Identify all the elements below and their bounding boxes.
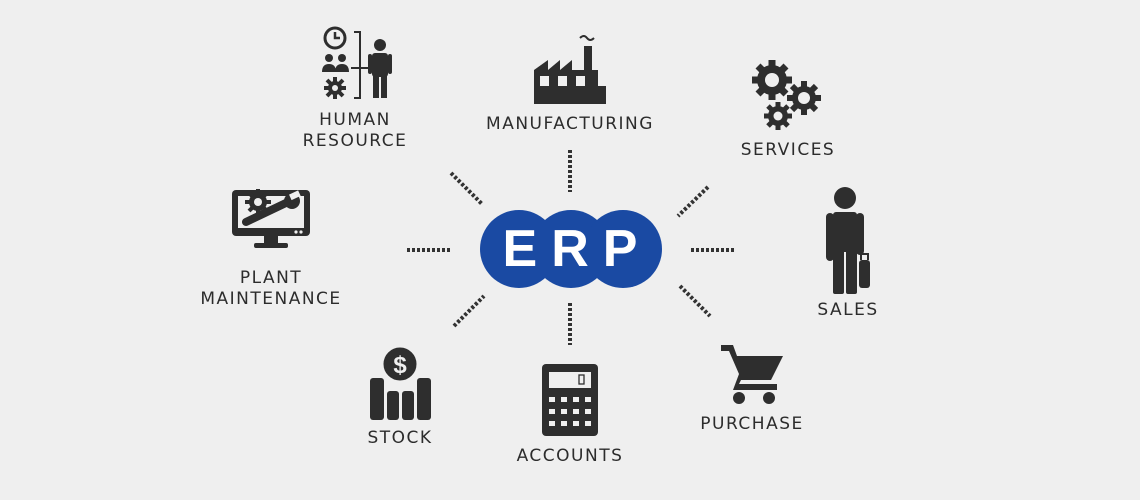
shopping-cart-icon <box>721 345 783 404</box>
calculator-icon <box>542 364 598 436</box>
module-label: MAINTENANCE <box>200 289 342 309</box>
module-label: ACCOUNTS <box>516 446 624 466</box>
erp-hub-shape <box>480 210 662 288</box>
gears-icon <box>752 60 821 130</box>
module-purchase: PURCHASE <box>690 342 814 435</box>
org-chart-icon <box>322 26 392 99</box>
module-label: MANUFACTURING <box>486 114 654 134</box>
module-stock: $ STOCK <box>350 344 450 449</box>
module-label: PURCHASE <box>700 414 804 434</box>
module-label: HUMAN <box>319 110 391 130</box>
dollar-bars-icon: $ <box>370 344 431 420</box>
module-label: SERVICES <box>740 140 836 160</box>
module-plant-maintenance: PLANT MAINTENANCE <box>196 184 346 310</box>
module-label: PLANT <box>239 268 303 288</box>
module-sales: SALES <box>800 186 896 321</box>
module-manufacturing: MANUFACTURING <box>480 34 660 135</box>
svg-text:$: $ <box>393 352 407 379</box>
module-label: RESOURCE <box>302 131 408 151</box>
module-services: SERVICES <box>728 58 848 161</box>
module-human-resource: HUMAN RESOURCE <box>290 26 420 152</box>
module-label: SALES <box>817 300 879 320</box>
erp-hub: ERP <box>480 210 662 288</box>
factory-icon <box>534 35 606 104</box>
module-accounts: ACCOUNTS <box>505 364 635 467</box>
monitor-wrench-icon <box>232 189 310 248</box>
businessman-icon <box>826 187 870 294</box>
erp-hub-label: ERP <box>502 220 652 278</box>
module-label: STOCK <box>367 428 433 448</box>
